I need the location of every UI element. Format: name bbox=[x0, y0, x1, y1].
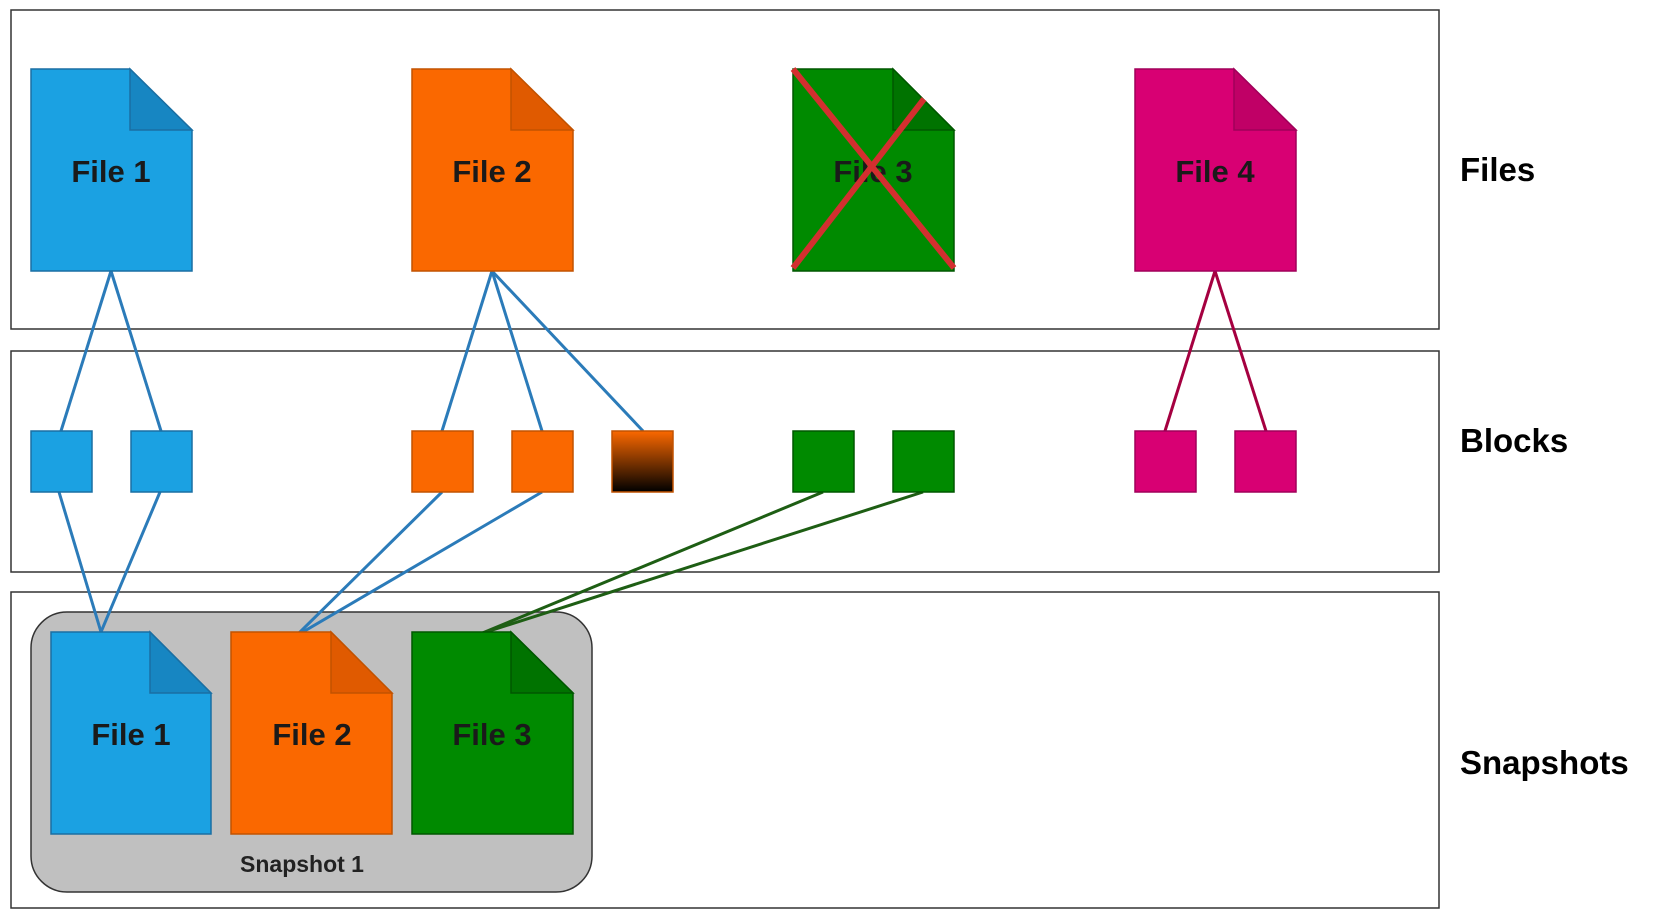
connector-block4-snapfile2 bbox=[295, 490, 543, 638]
connector-block2-snapfile1 bbox=[99, 491, 162, 633]
connector-block1-snapfile1 bbox=[57, 491, 103, 633]
block-file4-a bbox=[1134, 430, 1197, 493]
blocks-panel bbox=[10, 350, 1440, 573]
file-3-doc-deleted: File 3 bbox=[790, 67, 957, 272]
file-4-label: File 4 bbox=[1175, 154, 1255, 189]
connector-file1-block2 bbox=[109, 270, 163, 432]
snapshot-file-1-label: File 1 bbox=[91, 717, 170, 752]
row-label-blocks: Blocks bbox=[1460, 422, 1568, 459]
block-file1-b bbox=[130, 430, 193, 493]
files-panel bbox=[10, 9, 1440, 330]
snapshot-file-2-label: File 2 bbox=[272, 717, 351, 752]
connector-file2-block1 bbox=[440, 270, 494, 432]
connector-file1-block1 bbox=[59, 270, 113, 432]
blocks bbox=[30, 430, 1297, 493]
file-2-doc: File 2 bbox=[411, 67, 575, 272]
connector-file4-block2 bbox=[1213, 270, 1268, 432]
connector-block3-snapfile2 bbox=[294, 490, 444, 638]
snapshots-panel bbox=[10, 591, 1440, 909]
snapshot-file-3-doc: File 3 bbox=[411, 630, 575, 835]
file-2-label: File 2 bbox=[452, 154, 531, 189]
block-file2-b bbox=[511, 430, 574, 493]
snapshot-name: Snapshot 1 bbox=[240, 851, 364, 877]
deleted-cross-line-2 bbox=[790, 97, 927, 270]
block-file2-c-faded bbox=[611, 430, 674, 493]
connectors bbox=[57, 269, 1268, 638]
row-label-snapshots: Snapshots bbox=[1460, 744, 1629, 781]
block-file1-a bbox=[30, 430, 93, 493]
file-1-doc: File 1 bbox=[30, 67, 194, 272]
connector-file2-block2 bbox=[490, 270, 544, 432]
connector-block7-snapfile3 bbox=[479, 490, 924, 636]
snapshot-file-2-doc: File 2 bbox=[230, 630, 394, 835]
block-file2-a bbox=[411, 430, 474, 493]
connector-file4-block1 bbox=[1163, 270, 1217, 432]
block-file3-a bbox=[792, 430, 855, 493]
file-4-doc: File 4 bbox=[1134, 67, 1298, 272]
block-file3-b bbox=[892, 430, 955, 493]
connector-block6-snapfile3 bbox=[479, 490, 824, 636]
row-label-files: Files bbox=[1460, 151, 1535, 188]
connector-file2-block3 bbox=[490, 269, 645, 433]
snapshot-file-1-doc: File 1 bbox=[50, 630, 213, 835]
block-file4-b bbox=[1234, 430, 1297, 493]
file-1-label: File 1 bbox=[71, 154, 150, 189]
snapshot-file-3-label: File 3 bbox=[452, 717, 531, 752]
